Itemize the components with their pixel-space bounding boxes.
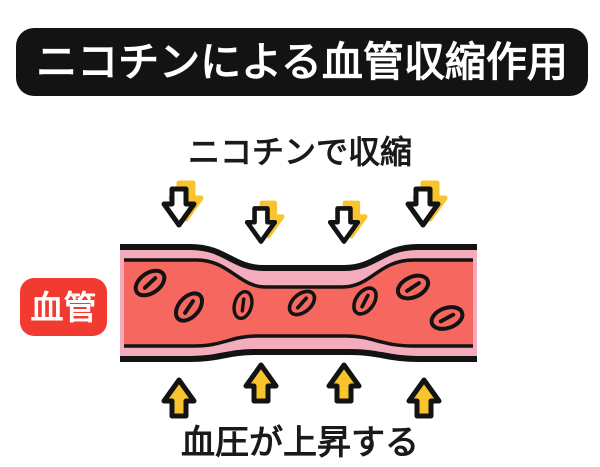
top-arrows [164, 183, 445, 242]
vessel-label-text: 血管 [30, 287, 97, 327]
caption-blood-pressure: 血圧が上昇する [181, 423, 419, 463]
down-arrow-icon [330, 203, 365, 242]
up-arrow-icon [329, 365, 359, 401]
up-arrow-icon [164, 380, 194, 416]
down-arrow-icon [247, 203, 282, 242]
down-arrow-icon [408, 183, 445, 225]
up-arrow-icon [246, 365, 276, 401]
blood-vessel-shape [120, 244, 477, 362]
page-title: ニコチンによる血管収縮作用 [36, 37, 568, 86]
vessel-inner-line-bottom [124, 334, 473, 348]
down-arrow-icon [164, 183, 201, 225]
up-arrow-icon [409, 380, 439, 416]
vessel-outer-wall-top [120, 244, 477, 271]
title-banner: ニコチンによる血管収縮作用 [16, 28, 588, 96]
caption-constriction: ニコチンで収縮 [187, 133, 412, 171]
vessel-inner-line-top [124, 258, 473, 289]
bottom-arrows [164, 365, 439, 416]
vessel-outer-wall-bottom [120, 349, 477, 362]
vessel-label: 血管 [20, 278, 107, 336]
